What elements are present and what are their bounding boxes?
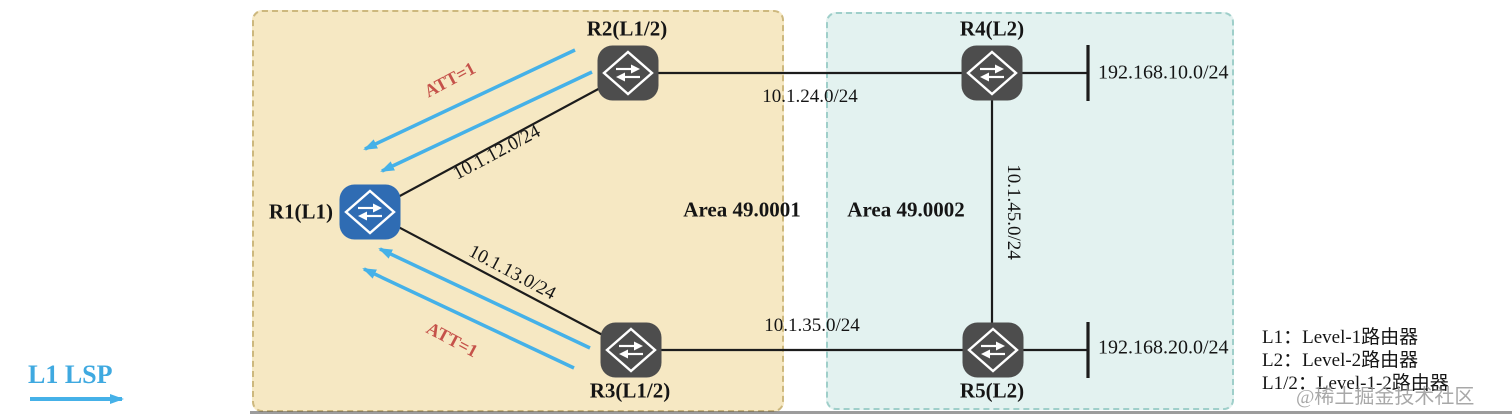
lsp-arrow-r3-r1-a: [378, 247, 591, 350]
link-label-r3-r5: 10.1.35.0/24: [764, 315, 860, 336]
router-icon-r1: [338, 183, 402, 241]
router-label-r5: R5(L2): [959, 378, 1025, 403]
bottom-divider: [250, 411, 1512, 414]
link-label-r4-r5: 10.1.45.0/24: [1003, 164, 1024, 260]
link-label-r2-r4: 10.1.24.0/24: [762, 86, 858, 107]
router-icon-r4: [960, 44, 1024, 102]
watermark: @稀土掘金技术社区: [1296, 386, 1475, 408]
router-label-r4: R4(L2): [959, 16, 1025, 41]
router-label-r2: R2(L1/2): [586, 16, 668, 41]
lsp-arrow-r3-r1-b: [362, 267, 575, 370]
router-label-r1: R1(L1): [268, 199, 333, 224]
legend-notes: L1：Level-1路由器 L2：Level-2路由器 L1/2：Level-1…: [1262, 326, 1449, 395]
router-icon-r5: [961, 321, 1025, 379]
legend-note-l1: L1：Level-1路由器: [1262, 327, 1419, 348]
router-label-r3: R3(L1/2): [589, 378, 671, 403]
lsp-arrow-r2-r1-a: [380, 70, 593, 173]
router-icon-r2: [596, 44, 660, 102]
area-49-0002-region: [826, 12, 1234, 410]
lsp-legend-label: L1 LSP: [28, 360, 113, 389]
lan-label-r4: 192.168.10.0/24: [1098, 61, 1229, 84]
link-r1-r2: [369, 72, 629, 213]
area-label-49-0001: Area 49.0001: [683, 197, 801, 222]
router-icon-r3: [599, 321, 663, 379]
link-r1-r3: [369, 211, 632, 351]
lan-label-r5: 192.168.20.0/24: [1098, 336, 1229, 359]
area-label-49-0002: Area 49.0002: [847, 197, 965, 222]
legend-note-l2: L2：Level-2路由器: [1262, 350, 1419, 371]
lsp-arrow-r2-r1-b: [363, 48, 576, 151]
legend-note-l12: L1/2：Level-1-2路由器: [1262, 373, 1449, 394]
